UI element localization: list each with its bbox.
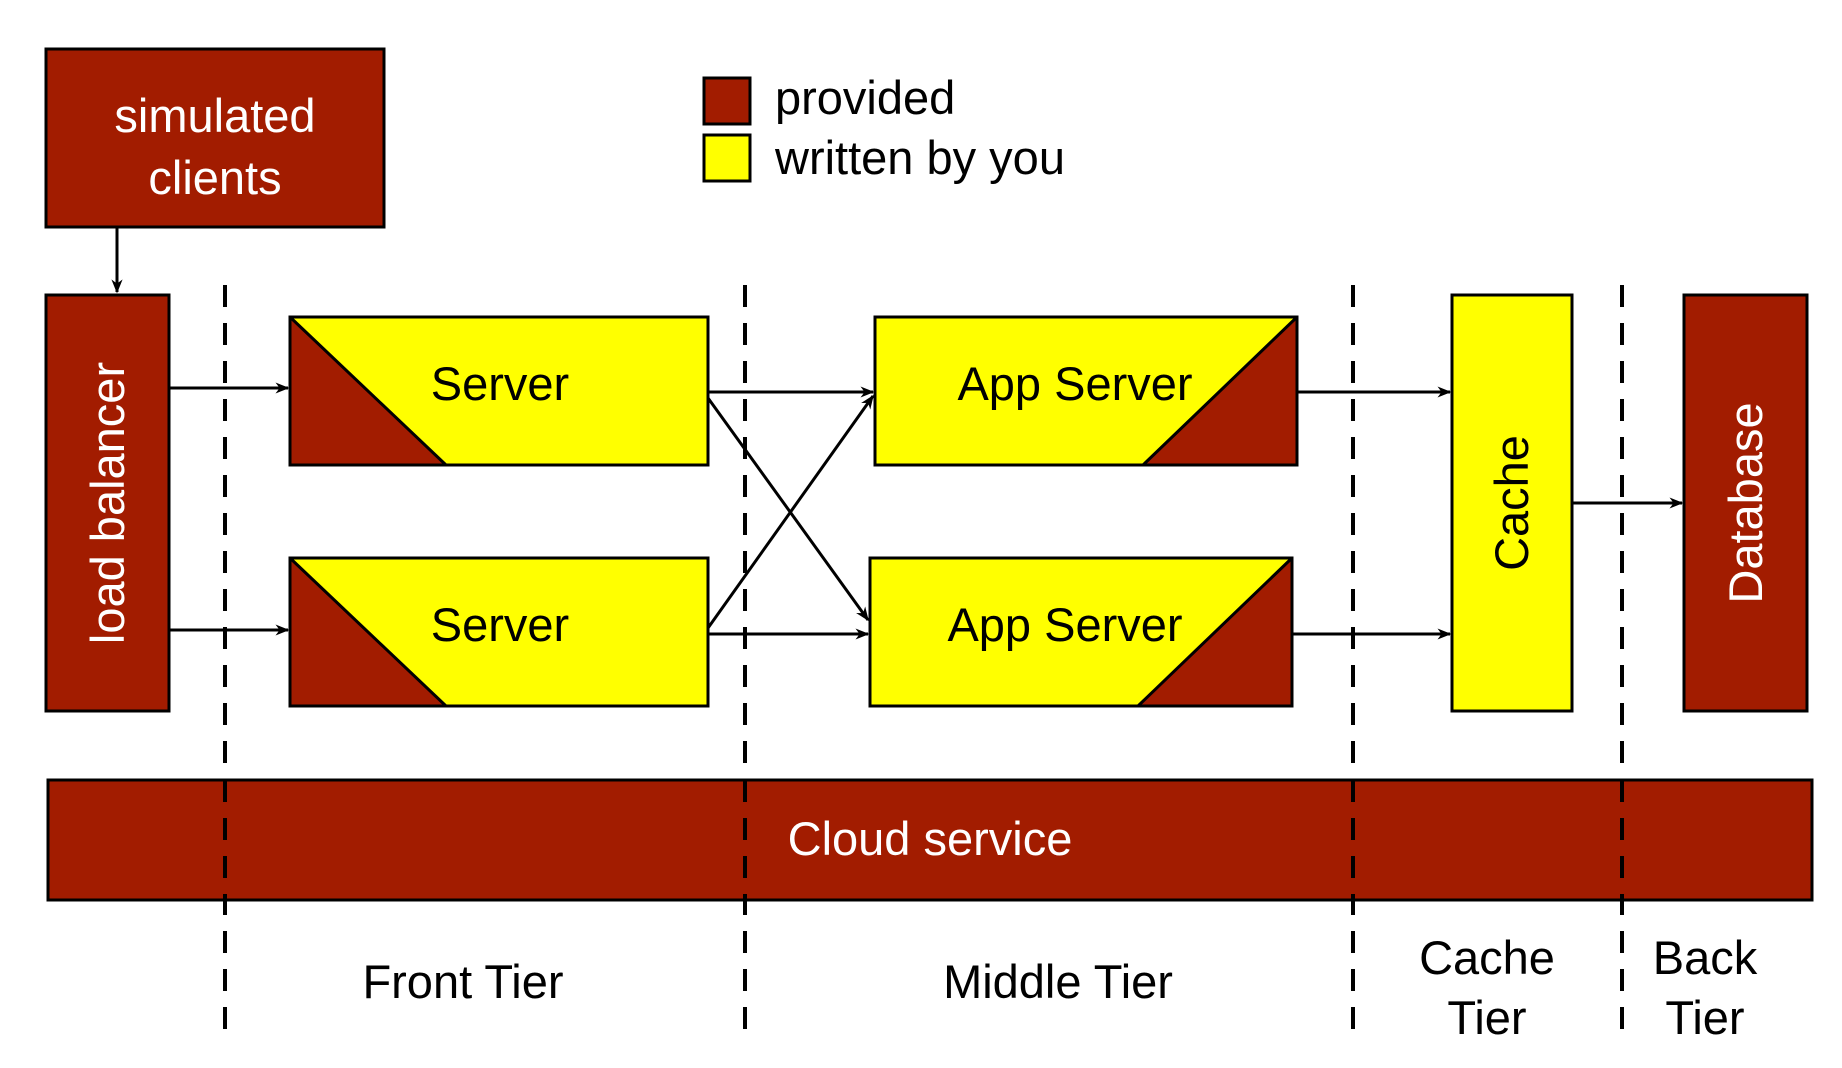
server-2-label: Server (431, 598, 569, 651)
arrow-server-1-to-app-2 (706, 397, 870, 622)
app-server-2-box: App Server (868, 556, 1294, 708)
legend-written-label: written by you (774, 131, 1065, 184)
legend-swatch-provided (702, 76, 752, 126)
server-2-box: Server (288, 556, 710, 708)
arrow-server-2-to-app-1 (706, 394, 875, 629)
simulated-clients-box: simulated clients (44, 47, 386, 229)
back-tier-label-line-2: Tier (1665, 991, 1744, 1044)
legend-provided-label: provided (775, 71, 955, 124)
clients-label-line-1: simulated (114, 89, 315, 142)
cache-tier-label-line-2: Tier (1447, 991, 1526, 1044)
cloud-service-label: Cloud service (788, 812, 1073, 865)
clients-label-line-2: clients (148, 151, 281, 204)
load-balancer-label: load balancer (81, 362, 134, 644)
cache-box: Cache (1450, 293, 1574, 713)
app-server-1-box: App Server (873, 315, 1299, 467)
app-server-2-label: App Server (947, 598, 1182, 651)
tier-labels: Front Tier Middle Tier Cache Tier Back T… (362, 931, 1757, 1044)
connections (169, 382, 1684, 640)
cache-label: Cache (1485, 435, 1538, 571)
cloud-service-bar: Cloud service (46, 778, 1814, 902)
tier-separators (223, 285, 1624, 1040)
cache-tier-label-line-1: Cache (1419, 931, 1555, 984)
tier-separators-over-bar (223, 780, 1624, 900)
legend-swatch-written (702, 133, 752, 183)
database-label: Database (1719, 402, 1772, 603)
front-tier-label: Front Tier (362, 955, 563, 1008)
middle-tier-label: Middle Tier (943, 955, 1173, 1008)
app-server-1-label: App Server (957, 357, 1192, 410)
legend: provided written by you (702, 71, 1065, 184)
database-box: Database (1682, 293, 1809, 713)
server-1-box: Server (288, 315, 710, 467)
server-1-label: Server (431, 357, 569, 410)
back-tier-label-line-1: Back (1653, 931, 1758, 984)
load-balancer-box: load balancer (44, 293, 171, 713)
